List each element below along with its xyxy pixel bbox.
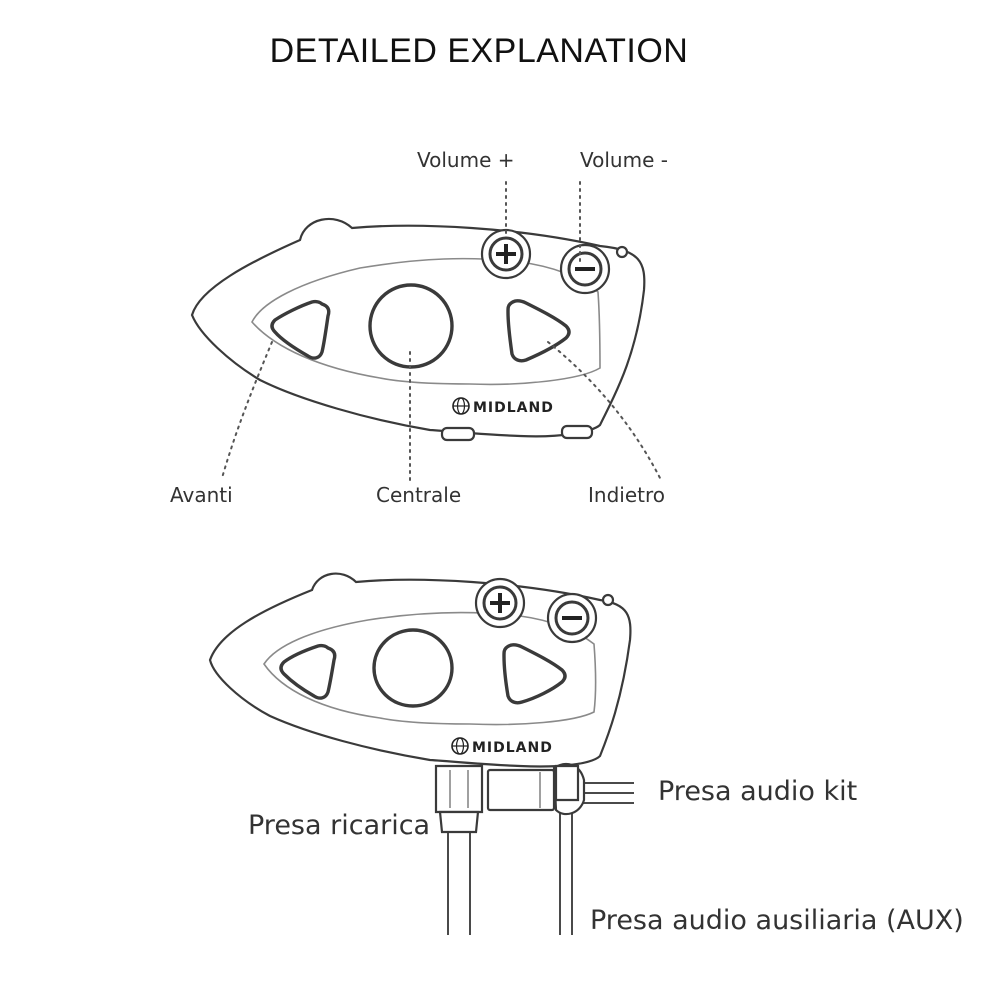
label-presa-aux: Presa audio ausiliaria (AUX) [590,905,964,936]
label-centrale: Centrale [376,483,462,507]
aux-cable [559,800,573,935]
top-device: MIDLAND [190,181,661,481]
bottom-volume-minus-button[interactable] [546,592,598,644]
label-presa-audio-kit: Presa audio kit [658,776,858,807]
bottom-inner-panel [263,611,597,726]
top-foot-right [560,424,594,440]
top-logo-text: MIDLAND [473,400,554,416]
bottom-logo-text: MIDLAND [472,740,553,756]
bottom-brand-logo: MIDLAND [451,737,553,756]
top-centrale-button[interactable] [368,283,454,369]
plus-icon [496,244,516,264]
top-inner-panel [251,257,601,386]
aux-plug [554,764,580,802]
audio-kit-cable [582,782,634,804]
bottom-centrale-button[interactable] [372,628,454,708]
top-leader-indietro [547,341,661,479]
top-avanti-button[interactable] [270,299,331,360]
top-leader-avanti [221,341,273,479]
top-brand-logo: MIDLAND [452,397,554,416]
top-volume-plus-button[interactable] [480,228,532,280]
label-indietro: Indietro [588,483,665,507]
charging-plug [434,764,484,834]
bottom-indietro-button[interactable] [502,643,567,705]
label-volume-plus: Volume + [417,148,515,172]
charging-cable [447,830,471,935]
plus-icon [490,593,510,613]
page-title: DETAILED EXPLANATION [269,32,689,70]
bottom-device: MIDLAND [208,572,634,935]
bottom-avanti-button[interactable] [279,643,337,700]
label-presa-ricarica: Presa ricarica [248,810,431,841]
globe-icon [452,397,470,415]
label-avanti: Avanti [170,483,233,507]
top-foot-left [440,426,476,442]
globe-icon [451,737,469,755]
bottom-volume-plus-button[interactable] [474,577,526,629]
top-volume-minus-button[interactable] [559,243,611,295]
top-side-knob [615,245,629,259]
bottom-side-knob [601,593,615,607]
label-volume-minus: Volume - [580,148,668,172]
